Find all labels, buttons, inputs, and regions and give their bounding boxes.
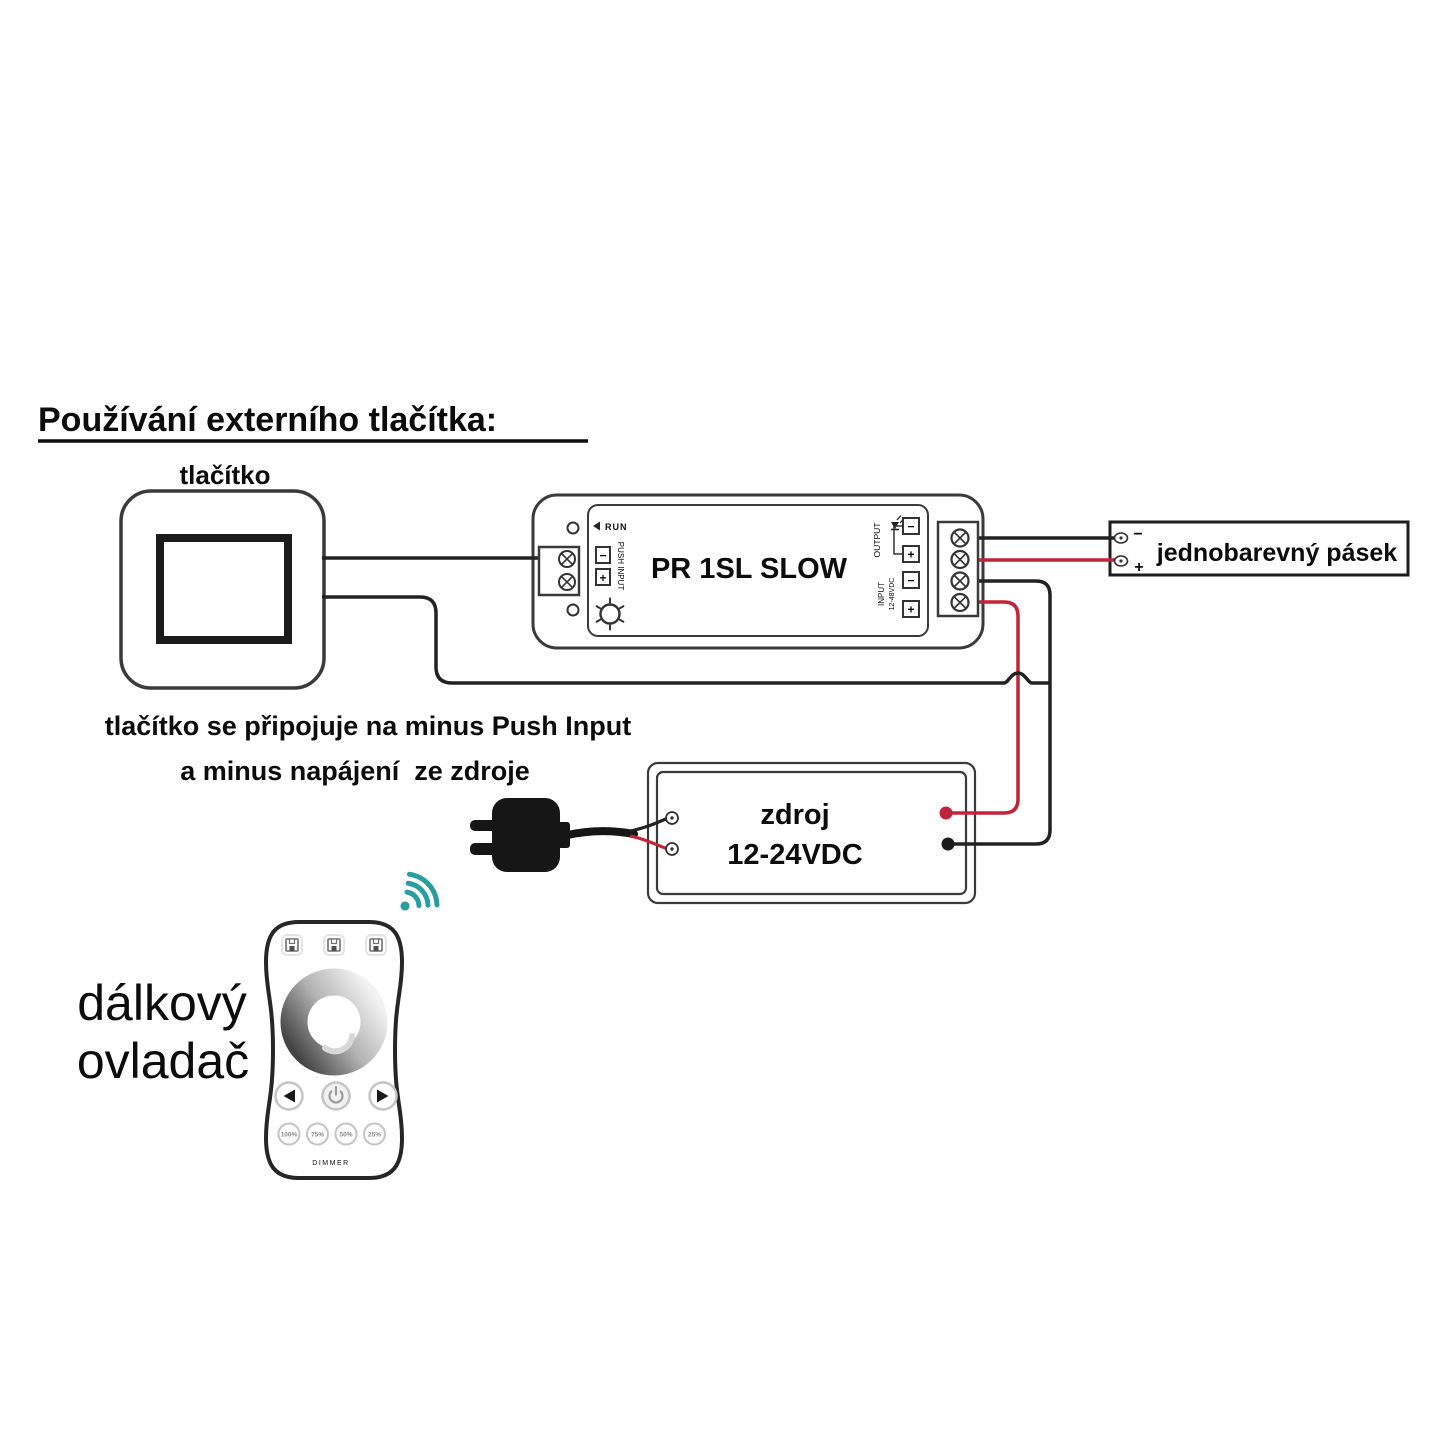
preset-button: 75% xyxy=(306,1122,329,1146)
wire-button-to-minus xyxy=(322,595,1050,685)
power-button xyxy=(321,1081,351,1111)
output-label: OUTPUT xyxy=(872,523,882,558)
input-minus: − xyxy=(907,574,914,588)
scene-button xyxy=(323,934,345,956)
remote-label-line1: dálkový xyxy=(77,975,247,1031)
output-plus-box xyxy=(902,545,920,563)
preset-label: 75% xyxy=(311,1132,324,1139)
push-input-plus: + xyxy=(599,571,606,585)
power-supply: zdroj 12-24VDC xyxy=(646,761,977,905)
preset-button: 25% xyxy=(363,1122,386,1146)
push-button-symbol: tlačítko xyxy=(119,460,326,690)
controller-name: PR 1SL SLOW xyxy=(651,553,848,585)
dimmer-wheel xyxy=(280,968,388,1076)
led-strip-box xyxy=(1108,520,1410,577)
screw-hole-top xyxy=(566,521,580,535)
run-label: RUN xyxy=(605,522,628,532)
strip-connector-icon xyxy=(1113,532,1129,544)
remote-label-line2: ovladač xyxy=(77,1033,249,1089)
dial-icon xyxy=(595,597,625,631)
push-input-minus: − xyxy=(599,549,606,563)
psu-input-connector-icon xyxy=(665,811,679,825)
wire-input-minus xyxy=(950,579,1052,846)
wire-input-plus-red xyxy=(948,600,1020,815)
psu-plus-terminal xyxy=(939,806,953,820)
led-strip-minus: − xyxy=(1133,526,1142,543)
mains-plug-icon xyxy=(470,798,669,872)
screw-terminal-icon xyxy=(950,571,970,591)
next-button xyxy=(368,1081,398,1111)
preset-label: 25% xyxy=(368,1132,381,1139)
preset-button: 50% xyxy=(334,1122,358,1146)
plug-wire-black xyxy=(629,816,669,833)
input-voltage-label: 12-48VDC xyxy=(889,578,896,611)
power-icon xyxy=(328,1085,344,1104)
page-title: Používání externího tlačítka: xyxy=(38,401,497,439)
push-input-minus-box xyxy=(595,546,611,564)
input-plus: + xyxy=(907,603,914,617)
save-icon xyxy=(327,938,341,952)
preset-label: 50% xyxy=(339,1132,352,1139)
push-input-plus-box xyxy=(595,568,611,586)
save-icon xyxy=(369,938,383,952)
push-input-label: PUSH INPUT xyxy=(616,542,625,591)
controller: RUN − + PUSH INPUT PR 1SL SLOW OUTPUT xyxy=(531,493,985,650)
controller-panel xyxy=(587,504,929,637)
push-button-label: tlačítko xyxy=(179,460,270,490)
led-strip: jednobarevný pásek − + xyxy=(1108,520,1410,577)
scene-button xyxy=(365,934,387,956)
led-strip-label: jednobarevný pásek xyxy=(1156,539,1397,567)
controller-terminals xyxy=(537,520,980,618)
arrow-left-icon xyxy=(283,1089,295,1103)
strip-connector-icon xyxy=(1113,555,1129,567)
psu-name: zdroj xyxy=(760,799,829,831)
screw-hole-bottom xyxy=(566,603,580,617)
wheel-inner-highlight xyxy=(322,1033,355,1055)
preset-button: 100% xyxy=(277,1122,301,1146)
input-minus-box xyxy=(902,571,920,589)
input-label: INPUT xyxy=(877,582,886,606)
preset-label: 100% xyxy=(281,1132,298,1139)
screw-terminal-icon xyxy=(558,550,576,568)
note-line2: a minus napájení ze zdroje xyxy=(180,756,530,786)
psu-input-connector-icon xyxy=(665,842,679,856)
wires xyxy=(322,536,1117,846)
run-arrow-icon xyxy=(593,521,600,531)
output-minus: − xyxy=(907,520,914,534)
psu-minus-terminal xyxy=(941,837,955,851)
screw-terminal-icon xyxy=(950,528,970,548)
output-plus: + xyxy=(907,548,914,562)
scene-button xyxy=(281,934,303,956)
push-button-inner xyxy=(156,534,292,644)
save-icon xyxy=(285,938,299,952)
output-bracket xyxy=(893,525,903,555)
screw-terminal-icon xyxy=(558,573,576,591)
arrow-right-icon xyxy=(377,1089,389,1103)
led-strip-plus: + xyxy=(1134,559,1143,576)
output-minus-box xyxy=(902,517,920,535)
psu-voltage: 12-24VDC xyxy=(727,839,862,871)
plug-wire-red xyxy=(629,834,669,851)
note-line1: tlačítko se připojuje na minus Push Inpu… xyxy=(105,711,632,741)
dimmer-label: DIMMER xyxy=(312,1160,349,1167)
screw-terminal-icon xyxy=(950,549,970,570)
psu-inner xyxy=(655,770,968,896)
screw-terminal-icon xyxy=(950,592,970,613)
remote-control: 100% 75% 50% 25% DIMMER xyxy=(263,920,405,1180)
input-plus-box xyxy=(902,600,920,618)
wifi-icon xyxy=(400,871,440,911)
prev-button xyxy=(274,1081,304,1111)
